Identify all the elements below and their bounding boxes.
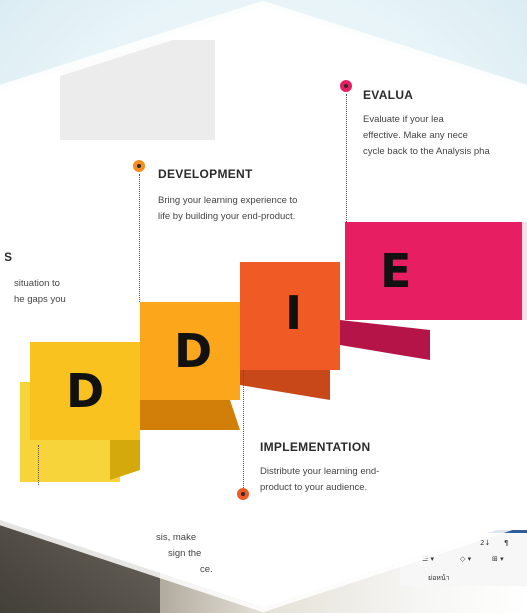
development-line-1: Bring your learning experience to xyxy=(158,195,298,206)
paint-icon: ◇ ▾ xyxy=(460,555,472,563)
analysis-line-1: situation to xyxy=(14,278,60,289)
step-2-fold xyxy=(140,400,240,430)
implementation-line-1: Distribute your learning end- xyxy=(260,466,380,477)
evaluation-line-3: cycle back to the Analysis pha xyxy=(363,146,490,157)
analysis-heading: S xyxy=(4,250,13,264)
evaluation-description: Evaluate if your lea effective. Make any… xyxy=(363,112,490,160)
analysis-line-2: he gaps you xyxy=(14,294,66,305)
step-3-fold xyxy=(240,370,330,400)
implementation-connector xyxy=(243,370,244,488)
implementation-line-2: product to your audience. xyxy=(260,482,368,493)
design-line-3: ce. xyxy=(200,564,213,575)
evaluation-connector xyxy=(346,94,347,222)
implementation-description: Distribute your learning end- product to… xyxy=(260,464,379,496)
step-4-fold xyxy=(340,320,430,360)
sort-icon: 2↓ xyxy=(480,539,491,547)
development-description: Bring your learning experience to life b… xyxy=(158,193,297,225)
design-line-1: sis, make xyxy=(156,532,197,543)
design-description: sis, make sign the ce. xyxy=(156,530,213,578)
step-2 xyxy=(140,302,240,400)
letter-a-step: D xyxy=(66,364,105,418)
implementation-dot xyxy=(237,488,249,500)
letter-d-step: D xyxy=(174,324,213,378)
evaluation-line-2: effective. Make any nece xyxy=(363,130,468,141)
evaluation-dot xyxy=(340,80,352,92)
step-1 xyxy=(30,342,140,440)
list-icon: ☰ ▾ xyxy=(422,555,435,563)
letter-e-step: E xyxy=(380,244,412,298)
implementation-heading: IMPLEMENTATION xyxy=(260,440,371,454)
toolbar-caption: ย่อหน้า xyxy=(428,574,450,582)
development-line-2: life by building your end-product. xyxy=(158,211,296,222)
analysis-description: situation to he gaps you xyxy=(14,276,66,308)
grid-icon: ⊞ ▾ xyxy=(492,555,504,563)
step-4 xyxy=(345,222,527,320)
development-dot xyxy=(133,160,145,172)
letter-i-step: I xyxy=(285,286,303,340)
evaluation-line-1: Evaluate if your lea xyxy=(363,114,444,125)
design-line-2: sign the xyxy=(168,548,202,559)
analysis-connector xyxy=(38,445,39,485)
step-3 xyxy=(240,262,340,370)
evaluation-heading: EVALUA xyxy=(363,88,414,102)
pilcrow-icon: ¶ xyxy=(504,539,509,547)
development-heading: DEVELOPMENT xyxy=(158,167,253,181)
development-connector xyxy=(139,174,140,302)
